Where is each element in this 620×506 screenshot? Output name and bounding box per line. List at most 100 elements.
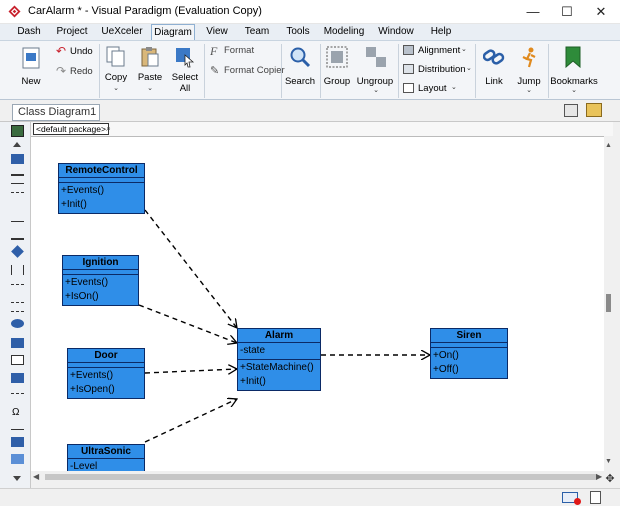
document-status-icon[interactable]: [590, 491, 601, 504]
note-tool-icon[interactable]: [11, 355, 24, 365]
distribution-button[interactable]: Distribution ⌄: [403, 63, 475, 77]
scroll-down-arrow-icon[interactable]: ▼: [605, 458, 612, 465]
class-ultrasonic[interactable]: UltraSonic -Level: [67, 444, 145, 471]
tab-view[interactable]: View: [206, 26, 228, 37]
generalization-tool-icon[interactable]: [11, 230, 24, 240]
layout-button[interactable]: Layout ⌄: [403, 82, 463, 96]
mail-notification-icon[interactable]: [562, 492, 578, 503]
maximize-button[interactable]: ☐: [550, 0, 584, 24]
diagram-navigator-icon[interactable]: [564, 104, 578, 117]
enumeration-tool-icon[interactable]: [11, 437, 24, 447]
title-bar: CarAlarm * - Visual Paradigm (Evaluation…: [0, 0, 620, 24]
undo-icon: ↶: [56, 44, 67, 58]
diagram-canvas[interactable]: RemoteControl +Events() +Init() Ignition…: [31, 136, 604, 471]
open-folder-icon[interactable]: [586, 103, 602, 117]
new-button[interactable]: New: [14, 45, 48, 97]
template-tool-icon[interactable]: Ω: [12, 407, 20, 418]
tab-diagram[interactable]: Diagram: [151, 24, 195, 41]
operations-compartment: +Events() +IsOpen(): [68, 368, 144, 398]
vertical-scrollbar[interactable]: ▲ ▼: [604, 136, 613, 471]
association-tool-icon[interactable]: [11, 174, 24, 184]
scroll-left-arrow-icon[interactable]: ◀: [33, 472, 40, 481]
realization-tool-icon[interactable]: [11, 212, 24, 222]
operation: +IsOn(): [65, 291, 99, 302]
bookmark-icon: [565, 46, 581, 68]
alignment-icon: [403, 45, 414, 55]
stereotype-tool-icon[interactable]: [11, 454, 24, 464]
format-copier-button[interactable]: ✎ Format Copier: [210, 64, 285, 78]
select-all-label-line1: Select: [171, 72, 199, 83]
redo-button[interactable]: ↷ Redo: [56, 64, 96, 79]
ungroup-dropdown-icon: ⌄: [373, 87, 379, 94]
tab-tools[interactable]: Tools: [286, 26, 310, 37]
usage-tool-icon[interactable]: [11, 284, 24, 294]
diamond-tool-icon[interactable]: [11, 245, 24, 258]
package-breadcrumb[interactable]: <default package>: [33, 123, 109, 135]
distribution-label: Distribution: [418, 64, 466, 75]
class-name: Siren: [431, 329, 507, 343]
operation: +Events(): [65, 277, 109, 288]
class-ignition[interactable]: Ignition +Events() +IsOn(): [62, 255, 139, 306]
package-tool-icon[interactable]: [11, 338, 24, 348]
canvas-pan-icon[interactable]: ✥: [605, 473, 615, 485]
format-copier-label: Format Copier: [224, 65, 285, 76]
copy-label: Copy: [104, 72, 128, 83]
horizontal-scrollbar[interactable]: ◀ ▶: [31, 471, 604, 483]
group-icon: [326, 46, 348, 68]
attributes-compartment: [63, 270, 138, 275]
anchor-tool-icon[interactable]: [11, 393, 24, 403]
tab-modeling[interactable]: Modeling: [323, 26, 365, 37]
ribbon-separator: [281, 44, 282, 98]
tab-project[interactable]: Project: [56, 26, 88, 37]
select-tool-icon[interactable]: [11, 125, 24, 137]
class-name: Ignition: [63, 256, 138, 270]
select-all-button[interactable]: Select All: [170, 45, 200, 97]
jump-icon: [522, 47, 536, 68]
attributes-compartment: -Level: [68, 459, 144, 471]
class-alarm[interactable]: Alarm -state +StateMachine() +Init(): [237, 328, 321, 391]
alignment-button[interactable]: Alignment ⌄: [403, 44, 471, 58]
package-search-icon[interactable]: ⌕: [106, 123, 112, 133]
paste-icon: [141, 47, 159, 67]
package-bar: <default package> ⌕: [31, 122, 613, 136]
jump-button[interactable]: Jump ⌄: [514, 45, 544, 97]
format-button[interactable]: F Format: [210, 44, 266, 58]
ribbon-separator: [475, 44, 476, 98]
collaboration-tool-icon[interactable]: [11, 319, 24, 328]
bookmarks-button[interactable]: Bookmarks ⌄: [550, 45, 598, 97]
scroll-down-icon[interactable]: [13, 476, 21, 481]
scroll-up-arrow-icon[interactable]: ▲: [605, 142, 612, 149]
tab-team[interactable]: Team: [244, 26, 270, 37]
scroll-right-arrow-icon[interactable]: ▶: [596, 472, 603, 481]
tab-help[interactable]: Help: [430, 26, 452, 37]
containment-tool-icon[interactable]: [11, 265, 24, 275]
dependency-door-alarm: [144, 369, 237, 373]
vertical-scroll-thumb[interactable]: [606, 294, 611, 312]
tab-class-diagram1[interactable]: Class Diagram1: [12, 104, 100, 121]
layout-label: Layout: [418, 83, 447, 94]
undo-button[interactable]: ↶ Undo: [56, 44, 96, 59]
copy-button[interactable]: Copy ⌄: [102, 45, 130, 97]
group-button[interactable]: Group: [323, 45, 351, 97]
scroll-up-icon[interactable]: [13, 142, 21, 147]
port-tool-icon[interactable]: [11, 424, 24, 430]
ungroup-button[interactable]: Ungroup ⌄: [356, 45, 394, 97]
paste-button[interactable]: Paste ⌄: [135, 45, 165, 97]
ungroup-label: Ungroup: [356, 76, 394, 87]
class-siren[interactable]: Siren +On() +Off(): [430, 328, 508, 379]
close-button[interactable]: ✕: [584, 0, 618, 24]
horizontal-scroll-thumb[interactable]: [45, 474, 597, 480]
tab-dash[interactable]: Dash: [17, 26, 41, 37]
search-button[interactable]: Search: [284, 45, 316, 97]
tab-uexceler[interactable]: UeXceler: [101, 26, 143, 37]
minimize-button[interactable]: —: [516, 0, 550, 24]
dependency-tool-icon[interactable]: [11, 192, 24, 202]
distribution-icon: [403, 64, 414, 74]
class-door[interactable]: Door +Events() +IsOpen(): [67, 348, 145, 399]
link-button[interactable]: Link: [479, 45, 509, 97]
class-tool-icon[interactable]: [11, 154, 24, 164]
class-remotecontrol[interactable]: RemoteControl +Events() +Init(): [58, 163, 145, 214]
interface-tool-icon[interactable]: [11, 373, 24, 383]
abstraction-tool-icon[interactable]: [11, 302, 24, 312]
tab-window[interactable]: Window: [378, 26, 414, 37]
